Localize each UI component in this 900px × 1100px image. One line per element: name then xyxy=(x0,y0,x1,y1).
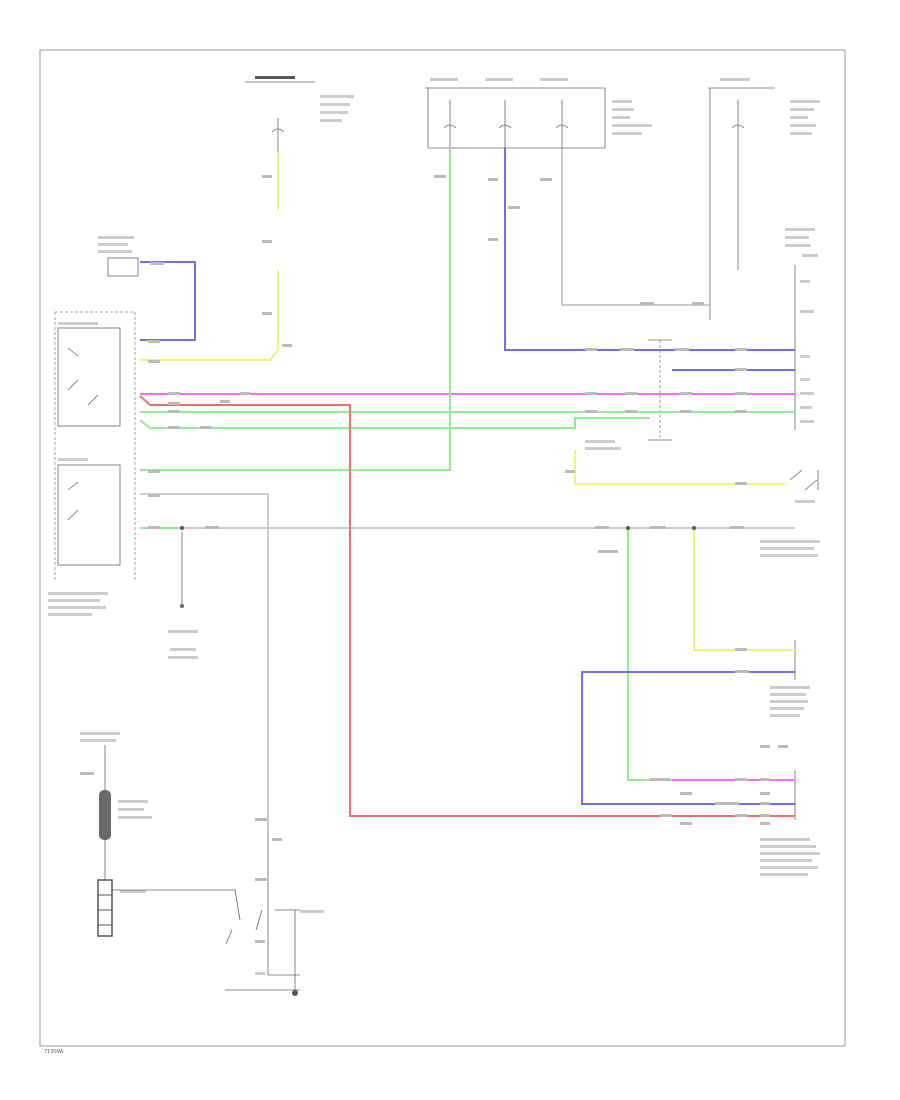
gray-wire-center-fuse-right xyxy=(561,148,710,306)
green-wire-relay-to-ecm-2 xyxy=(139,417,650,429)
top-fuse-block-center xyxy=(425,78,652,149)
transmission-sensor-right xyxy=(760,540,820,876)
gray-wire-relay-to-starter xyxy=(140,493,269,830)
footer-tag: 71009A xyxy=(44,1049,64,1055)
neutral-switch xyxy=(789,469,819,503)
brake-light-switch-connector xyxy=(98,236,139,277)
yellow-wire-fuse-to-relay xyxy=(140,152,279,361)
center-junction-connector xyxy=(585,339,672,450)
blue-wire-brake-switch xyxy=(140,261,196,341)
ecu-relay-block xyxy=(48,311,136,616)
right-ecm-connector xyxy=(785,228,818,430)
yellow-wire-neutral-switch xyxy=(574,450,785,485)
top-fuse-block-left xyxy=(245,76,354,152)
blue-wire-center-fuse xyxy=(504,148,795,351)
blue-wire-sensor-to-tcm xyxy=(581,671,795,805)
green-wire-fuse-to-relay xyxy=(140,148,451,471)
yellow-wire-sensor xyxy=(693,530,795,651)
diagram-frame xyxy=(39,49,846,1047)
green-wire-tcm-vertical xyxy=(627,528,672,781)
red-wire-relay-to-tcm xyxy=(139,395,795,817)
top-fuse-block-right xyxy=(708,78,820,320)
ground-point-left xyxy=(168,532,198,659)
bottom-left-components xyxy=(80,732,324,996)
